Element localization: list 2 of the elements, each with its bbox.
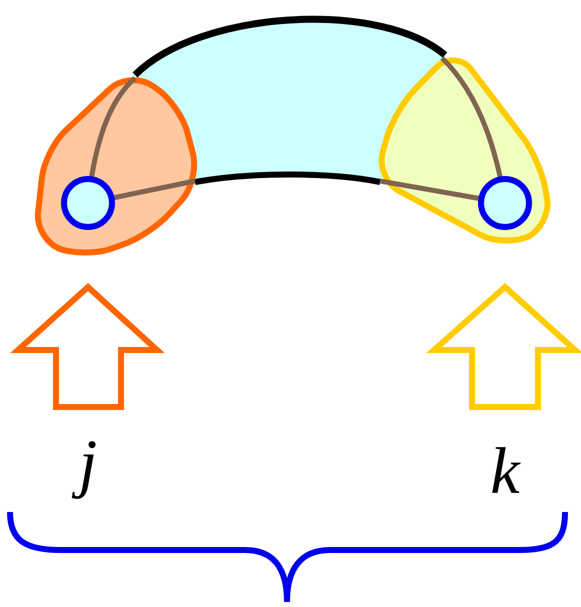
variable-label: j	[72, 441, 96, 499]
variable-label: k	[492, 447, 521, 493]
